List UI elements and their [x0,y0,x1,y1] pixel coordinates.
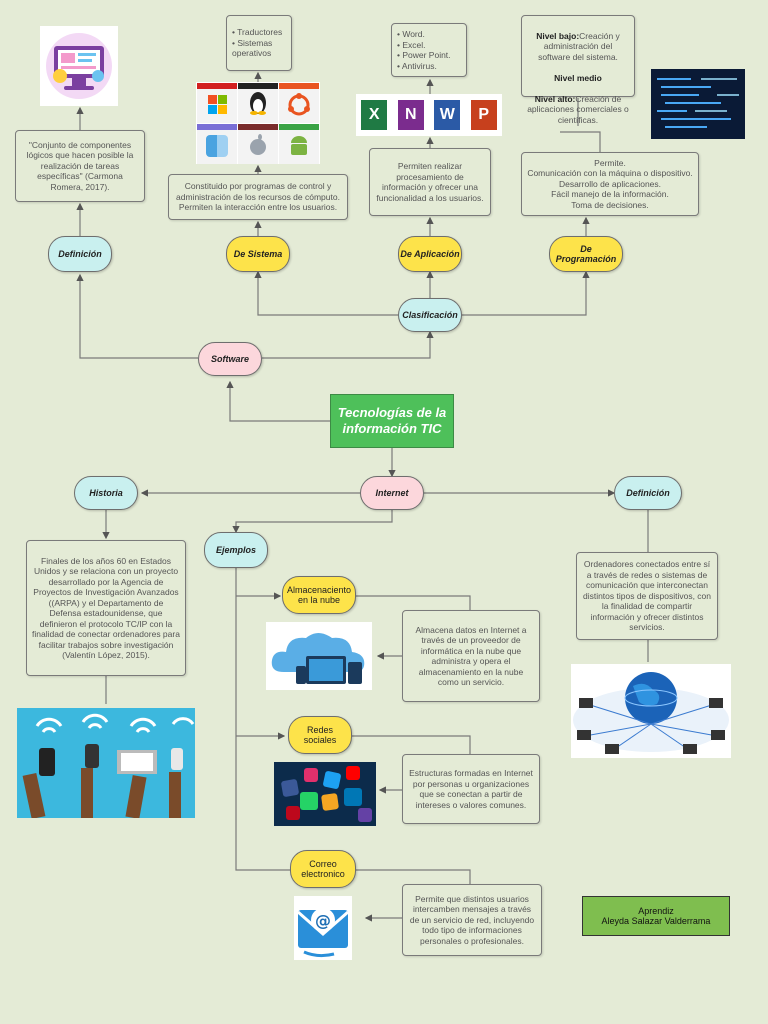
software-node: Software [198,342,262,376]
os-logos-grid [196,82,320,164]
cloud-devices-icon [266,622,372,690]
windows-icon [197,83,237,123]
internet-definicion-text: Ordenadores conectados entre sí a través… [576,552,718,640]
internet-node: Internet [360,476,424,510]
computer-settings-icon [40,26,118,106]
ios-icon [238,124,278,164]
globe-network-icon [571,664,731,758]
historia-node: Historia [74,476,138,510]
clasificacion-node: Clasificación [398,298,462,332]
redes-text: Estructuras formadas en Internet por per… [402,754,540,824]
correo-text: Permite que distintos usuarios intercamb… [402,884,542,956]
historia-text: Finales de los años 60 en Estados Unidos… [26,540,186,676]
excel-icon: X [361,100,388,130]
ubuntu-icon [279,83,319,123]
internet-definicion-node: Definición [614,476,682,510]
nube-text: Almacena datos en Internet a través de u… [402,610,540,702]
aplicacion-list: • Word. • Excel. • Power Point. • Antivi… [391,23,467,77]
svg-text:@: @ [315,911,331,930]
word-icon: W [434,100,461,130]
linux-icon [238,83,278,123]
powerpoint-icon: P [470,100,497,130]
aplicacion-node: De Aplicación [398,236,462,272]
email-envelope-icon: @ [294,896,352,960]
ejemplos-node: Ejemplos [204,532,268,568]
sistema-list: • Traductores • Sistemas operativos [226,15,292,71]
software-definicion-text: "Conjunto de componentes lógicos que hac… [15,130,145,202]
programacion-levels: Nivel bajo:Creación y administración del… [521,15,635,125]
software-definicion-node: Definición [48,236,112,272]
aplicacion-text: Permiten realizar procesamiento de infor… [369,148,491,216]
sistema-text: Constituido por programas de control y a… [168,174,348,220]
code-screen-icon [651,69,745,139]
level-high-name: Nivel alto: [534,93,576,104]
programacion-text: Permite. Comunicación con la máquina o d… [521,152,699,216]
level-low-desc: Creación y administración del software d… [538,30,620,62]
social-apps-icon [274,762,376,826]
mac-os-icon [197,124,237,164]
author-box: Aprendiz Aleyda Salazar Valderrama [582,896,730,936]
hands-devices-icon [17,708,195,818]
author-name: Aleyda Salazar Valderrama [601,916,711,926]
level-mid-name: Nivel medio [554,72,602,83]
onenote-icon: N [397,100,424,130]
programacion-node: De Programación [549,236,623,272]
redes-node: Redes sociales [288,716,352,754]
level-low-name: Nivel bajo: [536,30,580,41]
author-role: Aprendiz [638,906,674,916]
office-apps-icons: X N W P [356,94,502,136]
main-title: Tecnologías de la información TIC [330,394,454,448]
nube-node: Almacenaciento en la nube [282,576,356,614]
sistema-node: De Sistema [226,236,290,272]
android-icon [279,124,319,164]
level-high-desc: Creación de aplicaciones comerciales o c… [527,93,629,125]
correo-node: Correo electronico [290,850,356,888]
